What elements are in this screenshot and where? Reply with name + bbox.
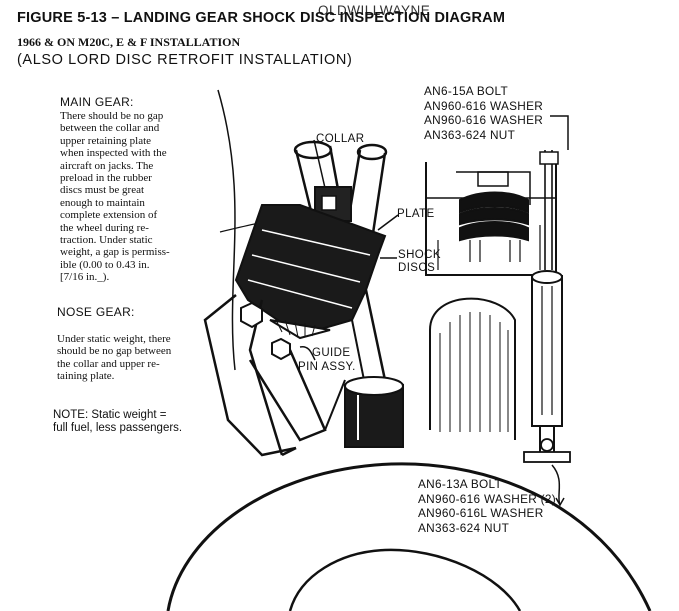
nose-gear-line: Under static weight, there [57,333,171,345]
main-gear-line: enough to maintain [60,196,145,209]
figure-subtitle-retrofit: (ALSO LORD DISC RETROFIT INSTALLATION) [17,52,353,68]
guide-label: GUIDE [312,347,351,359]
upper-hardware-list: AN6-15A BOLT AN960-616 WASHER AN960-616 … [424,84,543,142]
upper-hardware-item: AN960-616 WASHER [424,113,544,128]
main-gear-heading: MAIN GEAR: [60,95,134,109]
main-gear-line: discs must be great [60,184,145,197]
lower-hardware-item: AN363-624 NUT [418,520,510,535]
note-line: full fuel, less passengers. [53,422,183,434]
main-gear-line: ible (0.00 to 0.43 in. [60,258,150,271]
nose-gear-line: the collar and upper re- [57,357,160,370]
nose-gear-heading: NOSE GEAR: [57,305,135,319]
main-gear-line: complete extension of [60,209,158,222]
plate-label: PLATE [397,208,435,220]
tire-outer-icon [166,462,652,611]
main-gear-line: There should be no gap [60,110,164,122]
upper-hardware-item: AN363-624 NUT [424,127,516,142]
lower-hardware-list: AN6-13A BOLT AN960-616 WASHER (2) AN960-… [418,477,556,535]
main-gear-line: between the collar and [60,122,160,135]
main-gear-line: weight, a gap is permiss- [60,246,170,259]
discs-label: DISCS [398,262,436,274]
watermark-text: OLDWILLWAYNE [318,3,431,18]
main-gear-line: traction. Under static [60,234,153,247]
note-text: NOTE: Static weight = full fuel, less pa… [53,409,182,435]
tire-inner-icon [288,548,522,611]
main-gear-line: preload in the rubber [60,172,152,185]
lower-hardware-item: AN6-13A BOLT [418,477,503,491]
main-gear-line: aircraft on jacks. The [60,159,154,172]
figure-subtitle-installation: 1966 & ON M20C, E & F INSTALLATION [17,35,241,49]
nose-gear-line: taining plate. [57,370,115,383]
main-gear-line: [7/16 in._). [60,271,110,284]
main-gear-text: There should be no gap between the colla… [60,110,170,284]
lower-hardware-item: AN960-616 WASHER (2) [418,491,556,506]
main-gear-line: the wheel during re- [60,221,149,234]
pin-assy-label: PIN ASSY. [298,361,356,373]
shock-label: SHOCK [398,249,441,261]
note-line: NOTE: Static weight = [53,409,167,421]
upper-hardware-item: AN6-15A BOLT [424,84,509,98]
nose-gear-text: Under static weight, there should be no … [57,333,171,383]
upper-hardware-item: AN960-616 WASHER [424,98,544,113]
figure-title: FIGURE 5-13 – LANDING GEAR SHOCK DISC IN… [17,10,506,26]
main-gear-line: when inspected with the [60,147,167,160]
collar-label: COLLAR [316,133,365,145]
nose-gear-line: should be no gap between [57,345,172,358]
lower-hardware-item: AN960-616L WASHER [418,506,544,521]
main-gear-line: upper retaining plate [60,134,152,147]
